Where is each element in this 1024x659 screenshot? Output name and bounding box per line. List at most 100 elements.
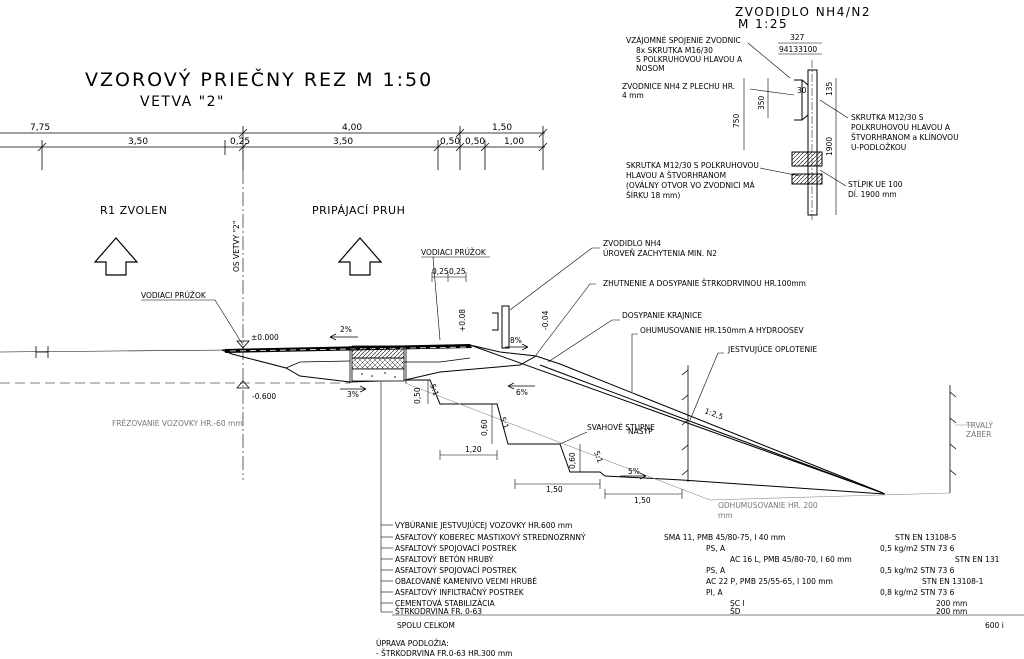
slope-2-percent: 2% (340, 325, 352, 334)
label-vodiaci-left: VODIACI PRÚŽOK (141, 291, 207, 300)
svg-text:AC 22 P, PMB 25/55-65, I 10: AC 22 P, PMB 25/55-65, I 100 mm (706, 577, 833, 586)
uprava-item: - ŠTRKODRVINA FR.0-63 HR.300 mm (376, 649, 512, 658)
svg-text:ŠTVORHRANOM a KLÍNOVOU: ŠTVORHRANOM a KLÍNOVOU (851, 133, 959, 142)
svg-text:(OVÁLNY OTVOR VO ZVODNICI MÁ: (OVÁLNY OTVOR VO ZVODNICI MÁ (626, 181, 755, 190)
detail-dim-327: 327 (790, 33, 805, 42)
detail-guardrail (791, 69, 823, 216)
svg-text:ASFALTOVÝ BETÓN HRUBÝ: ASFALTOVÝ BETÓN HRUBÝ (395, 555, 494, 564)
dim-025-b: 0,25 (449, 267, 466, 276)
label-odhumus-mm: mm (718, 511, 733, 520)
dim-1-50: 1,50 (492, 123, 512, 133)
callout-zhutnenie: ZHUTNENIE A DOSYPANIE ŠTRKODRVINOU HR.10… (603, 279, 806, 288)
svg-text:PI, A: PI, A (706, 588, 724, 597)
dim-0-25-top: 0,25 (230, 137, 250, 147)
layer-specs: SMA 11, PMB 45/80-75, I 40 mm STN EN 131… (664, 533, 1000, 616)
svg-text:0,5 kg/m2 STN 73 6: 0,5 kg/m2 STN 73 6 (880, 566, 955, 575)
guardrail-post (492, 305, 510, 349)
layer-names: VYBÚRANIE JESTVUJÚCEJ VOZOVKY HR.600 mm … (395, 521, 586, 616)
svg-text:STN EN 13108-5: STN EN 13108-5 (895, 533, 957, 542)
total-value: 600 i (985, 621, 1004, 630)
dim-0-50b: 0,50 (465, 137, 485, 147)
dim-3-50-left: 3,50 (128, 137, 148, 147)
svg-text:0,5 kg/m2 STN 73 6: 0,5 kg/m2 STN 73 6 (880, 544, 955, 553)
detail-dim-135: 135 (825, 81, 834, 96)
svg-text:ASFALTOVÝ KOBEREC MASTIXOVÝ ST: ASFALTOVÝ KOBEREC MASTIXOVÝ STREDNOZRNNÝ (395, 533, 586, 542)
detail-dim-350: 350 (757, 95, 766, 110)
fence-left (681, 365, 689, 482)
svg-text:STĹPIK UE 100: STĹPIK UE 100 (848, 180, 903, 189)
callout-ohumus: OHUMUSOVANIE HR.150mm A HYDROOSEV (640, 326, 805, 335)
detail-leaders (747, 42, 849, 187)
svg-text:PS, A: PS, A (706, 544, 726, 553)
svg-text:VYBÚRANIE JESTVUJÚCEJ VOZOVKY: VYBÚRANIE JESTVUJÚCEJ VOZOVKY HR.600 mm (395, 521, 572, 530)
layer-leaders (380, 382, 1024, 616)
svg-text:ZVODNICE NH4 Z PLECHU HR.: ZVODNICE NH4 Z PLECHU HR. (622, 82, 735, 91)
callout-leaders (509, 247, 724, 421)
slope-5-percent: 5% (628, 467, 640, 476)
detail-title: ZVODIDLO NH4/N2 (735, 5, 871, 19)
slope-3-percent: 3% (347, 390, 359, 399)
lane-label-right: PRIPÁJACÍ PRUH (312, 204, 405, 217)
svg-text:200 mm: 200 mm (936, 607, 967, 616)
svg-text:SC I: SC I (730, 599, 745, 608)
svg-text:S POLKRUHOVOU HLAVOU A: S POLKRUHOVOU HLAVOU A (636, 55, 743, 64)
svg-text:SMA 11, PMB 45/80-75, I 4: SMA 11, PMB 45/80-75, I 40 mm (664, 533, 785, 542)
pavement-structure (221, 344, 538, 383)
svg-text:200 mm: 200 mm (936, 599, 967, 608)
dim-120: 1,20 (465, 445, 482, 454)
fence-right (949, 385, 957, 493)
svg-text:STN EN 13108-1: STN EN 13108-1 (922, 577, 984, 586)
direction-arrow-left (93, 237, 139, 276)
slope-6-percent: 6% (516, 388, 528, 397)
dim-060b: 0,60 (568, 452, 577, 469)
detail-notes: VZÁJOMNÉ SPOJENIE ZVODNIC 8x SKRUTKA M16… (622, 36, 959, 200)
dim-150b: 1,50 (634, 496, 651, 505)
dim-7-75: 7,75 (30, 123, 50, 133)
elevation-minus-004: -0.04 (541, 310, 550, 330)
dim-025-a: 0,25 (432, 267, 449, 276)
svg-text:0,8 kg/m2 STN 73 6: 0,8 kg/m2 STN 73 6 (880, 588, 955, 597)
svg-text:ŠTRKODRVINA FR. 0-63: ŠTRKODRVINA FR. 0-63 (395, 607, 482, 616)
svg-text:Dĺ. 1900 mm: Dĺ. 1900 mm (848, 190, 897, 199)
label-frezovanie: FRÉZOVANIE VOZOVKY HR.-60 mm (112, 419, 243, 428)
detail-dim-row: 94133100 (779, 45, 817, 54)
dim-3-50-right: 3,50 (333, 137, 353, 147)
dim-1-00: 1,00 (504, 137, 524, 147)
elevation-minus-600: -0.600 (252, 392, 276, 401)
svg-text:OBAĽOVANÉ KAMENIVO VEĽMI HRUBÉ: OBAĽOVANÉ KAMENIVO VEĽMI HRUBÉ (395, 577, 537, 586)
dim-050: 0,50 (413, 387, 422, 404)
total-label: SPOLU CELKOM (397, 621, 455, 630)
detail-dim-1900: 1900 (825, 137, 834, 156)
callout-dosypanie: DOSYPANIE KRAJNICE (622, 311, 702, 320)
label-odhumus: ODHUMUSOVANIE HR. 200 (718, 501, 818, 510)
ground-marker (35, 346, 49, 358)
svg-text:ASFALTOVÝ SPOJOVACÍ POSTREK: ASFALTOVÝ SPOJOVACÍ POSTREK (395, 566, 518, 575)
ratio-5-1-c: 5:1 (592, 450, 605, 465)
odhumus-line (404, 382, 711, 501)
slope-8-percent: 8% (510, 336, 522, 345)
ratio-1-2-5: 1:2,5 (703, 406, 724, 421)
svg-text:VZÁJOMNÉ SPOJENIE ZVODNIC: VZÁJOMNÉ SPOJENIE ZVODNIC (626, 36, 741, 45)
svg-text:POLKRUHOVOU HLAVOU A: POLKRUHOVOU HLAVOU A (851, 123, 951, 132)
dim-150a: 1,50 (546, 485, 563, 494)
direction-arrow-right (337, 237, 383, 276)
detail-dim-750: 750 (732, 113, 741, 128)
svg-text:8x SKRUTKA M16/30: 8x SKRUTKA M16/30 (636, 46, 713, 55)
ratio-5-1-b: 5:1 (498, 416, 511, 431)
drawing-title: VZOROVÝ PRIEČNY REZ M 1:50 (85, 67, 433, 91)
callout-uroven: ÚROVEŇ ZACHYTENIA MIN. N2 (603, 249, 717, 258)
dim-4-00: 4,00 (342, 123, 362, 133)
svg-text:HLAVOU A ŠTVORHRANOM: HLAVOU A ŠTVORHRANOM (626, 171, 726, 180)
svg-text:STN EN 131: STN EN 131 (955, 555, 1000, 564)
elevation-zero: ±0.000 (251, 333, 279, 342)
uprava-title: ÚPRAVA PODLOŽIA: (376, 639, 449, 648)
axis-label: OS VETVY "2" (232, 221, 241, 272)
svg-text:4 mm: 4 mm (622, 91, 644, 100)
svg-text:NOSOM: NOSOM (636, 64, 665, 73)
dim-0-50a: 0,50 (440, 137, 460, 147)
label-trvaly: TRVALÝ (965, 421, 993, 430)
svg-text:AC 16 L, PMB 45/80-70, I: AC 16 L, PMB 45/80-70, I 60 mm (730, 555, 852, 564)
label-zaber: ZÁBER (966, 430, 991, 439)
svg-text:CEMENTOVÁ STABILIZÁCIA: CEMENTOVÁ STABILIZÁCIA (395, 599, 496, 608)
